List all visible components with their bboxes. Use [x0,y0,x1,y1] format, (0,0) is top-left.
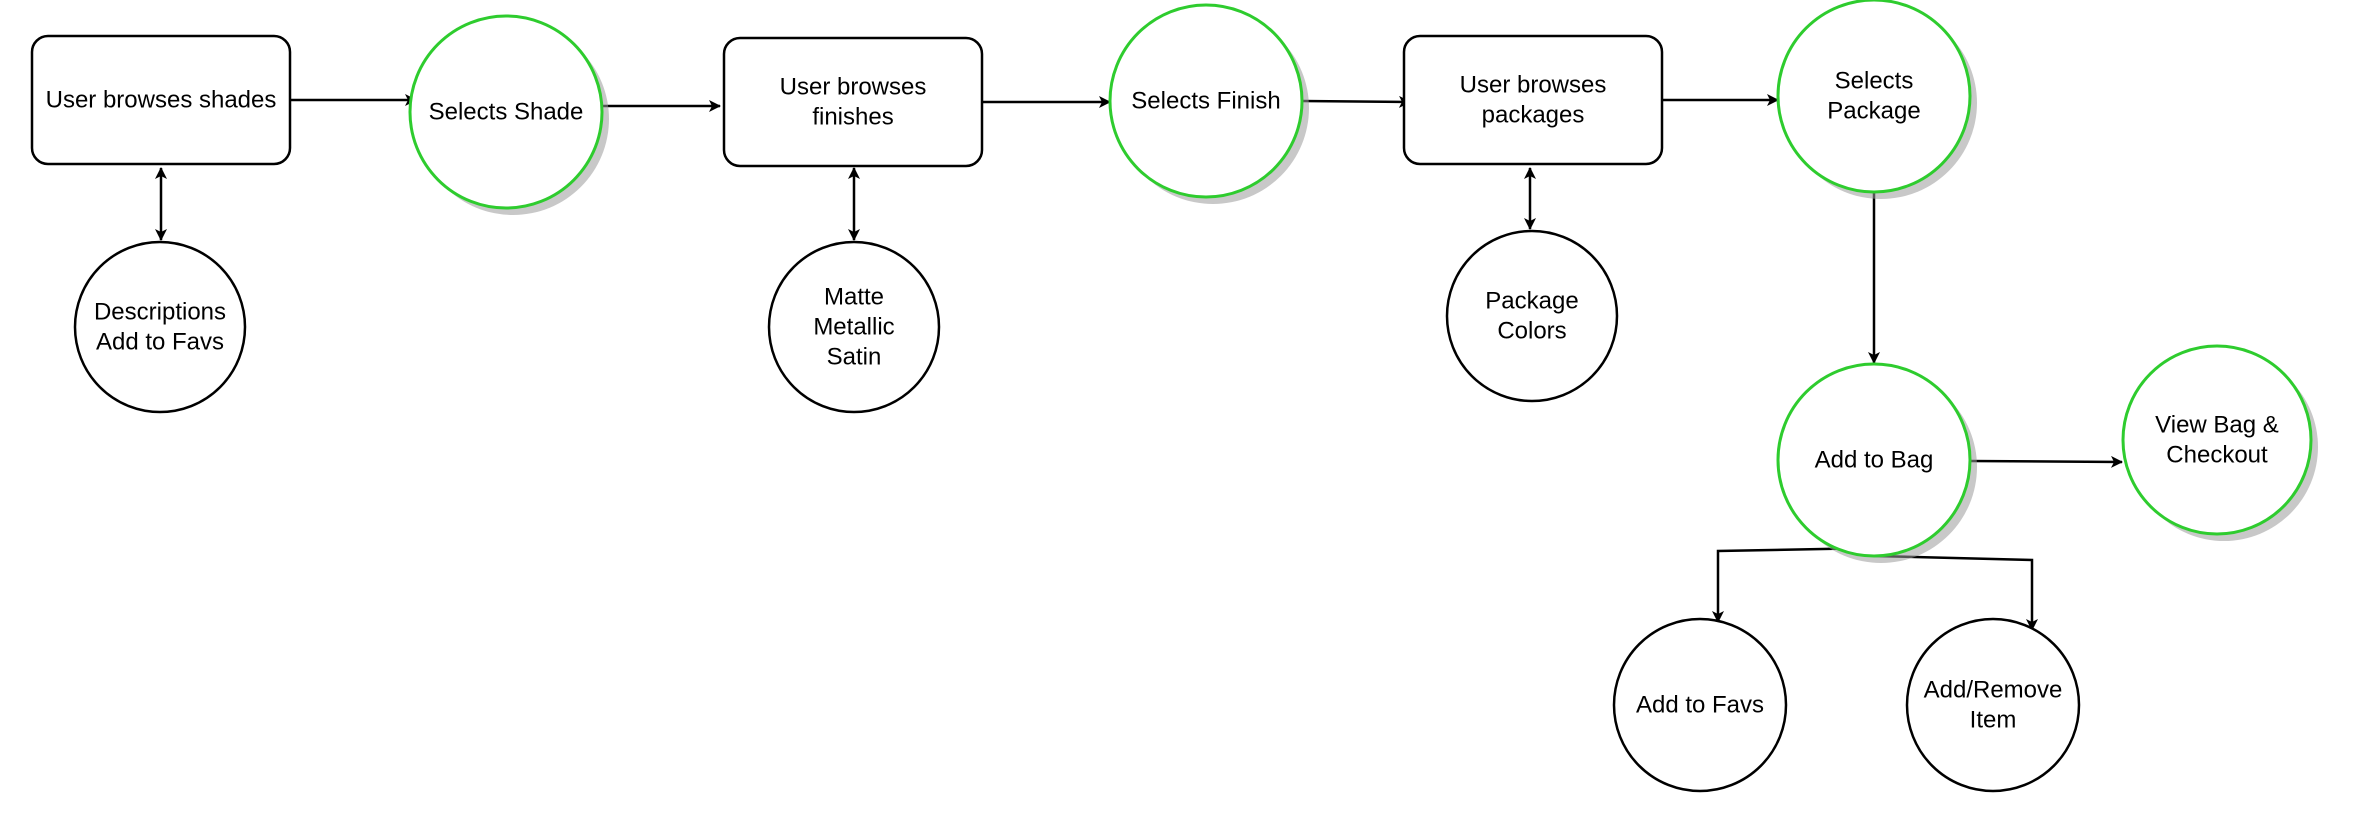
node-label: User browses shades [46,87,277,114]
node-shape [1776,362,1972,558]
node-label: Metallic [813,314,894,341]
node-shape [73,240,247,414]
node-label: Item [1970,707,2017,734]
node-label: Colors [1497,318,1566,345]
edge-add-to-bag-to-add-to-favs [1712,546,1875,623]
node-view-bag-checkout: View Bag & Checkout [2121,344,2318,541]
node-shape [1402,34,1664,166]
node-browse-shades: User browses shades [30,34,292,166]
node-label: Descriptions [94,299,226,326]
node-shape [1776,0,1972,194]
node-select-finish: Selects Finish [1108,3,1309,204]
node-label: Add to Favs [1636,692,1764,719]
node-label: View Bag & [2155,412,2279,439]
edge-add-to-bag-to-add-remove-item [1873,554,2038,631]
node-shape [722,36,984,168]
node-shape [30,34,292,166]
node-label: Package [1485,288,1578,315]
node-label: Selects Shade [429,99,584,126]
node-label: Satin [827,344,882,371]
nodes: User browses shades Selects Shade User bro… [30,0,2318,793]
node-shape [408,14,604,210]
node-add-to-favs: Add to Favs [1612,617,1788,793]
node-shape [1108,3,1304,199]
node-label: Add to Favs [96,329,224,356]
edge-add-to-bag-to-view-bag-checkout [1969,455,2123,468]
node-shape [1612,617,1788,793]
node-browse-packages: User browses packages [1402,34,1664,166]
edge-select-finish-to-browse-packages [1301,95,1411,108]
node-label: Selects Finish [1131,88,1280,115]
node-shape [2121,344,2313,536]
node-label: Checkout [2166,442,2268,469]
node-label: User browses [780,74,927,101]
node-shape [1445,229,1619,403]
node-label: Add/Remove [1924,677,2063,704]
node-label: Package [1827,98,1920,125]
node-shape [767,240,941,414]
node-label: Matte [824,284,884,311]
node-shape [1905,617,2081,793]
connectors [155,94,2123,631]
node-add-to-bag: Add to Bag [1776,362,1977,563]
node-label: Selects [1835,68,1914,95]
node-browse-finishes: User browses finishes [722,36,984,168]
node-select-shade: Selects Shade [408,14,609,215]
node-label: Add to Bag [1815,447,1934,474]
node-label: User browses [1460,72,1607,99]
node-label: packages [1482,102,1585,129]
node-label: finishes [812,104,893,131]
